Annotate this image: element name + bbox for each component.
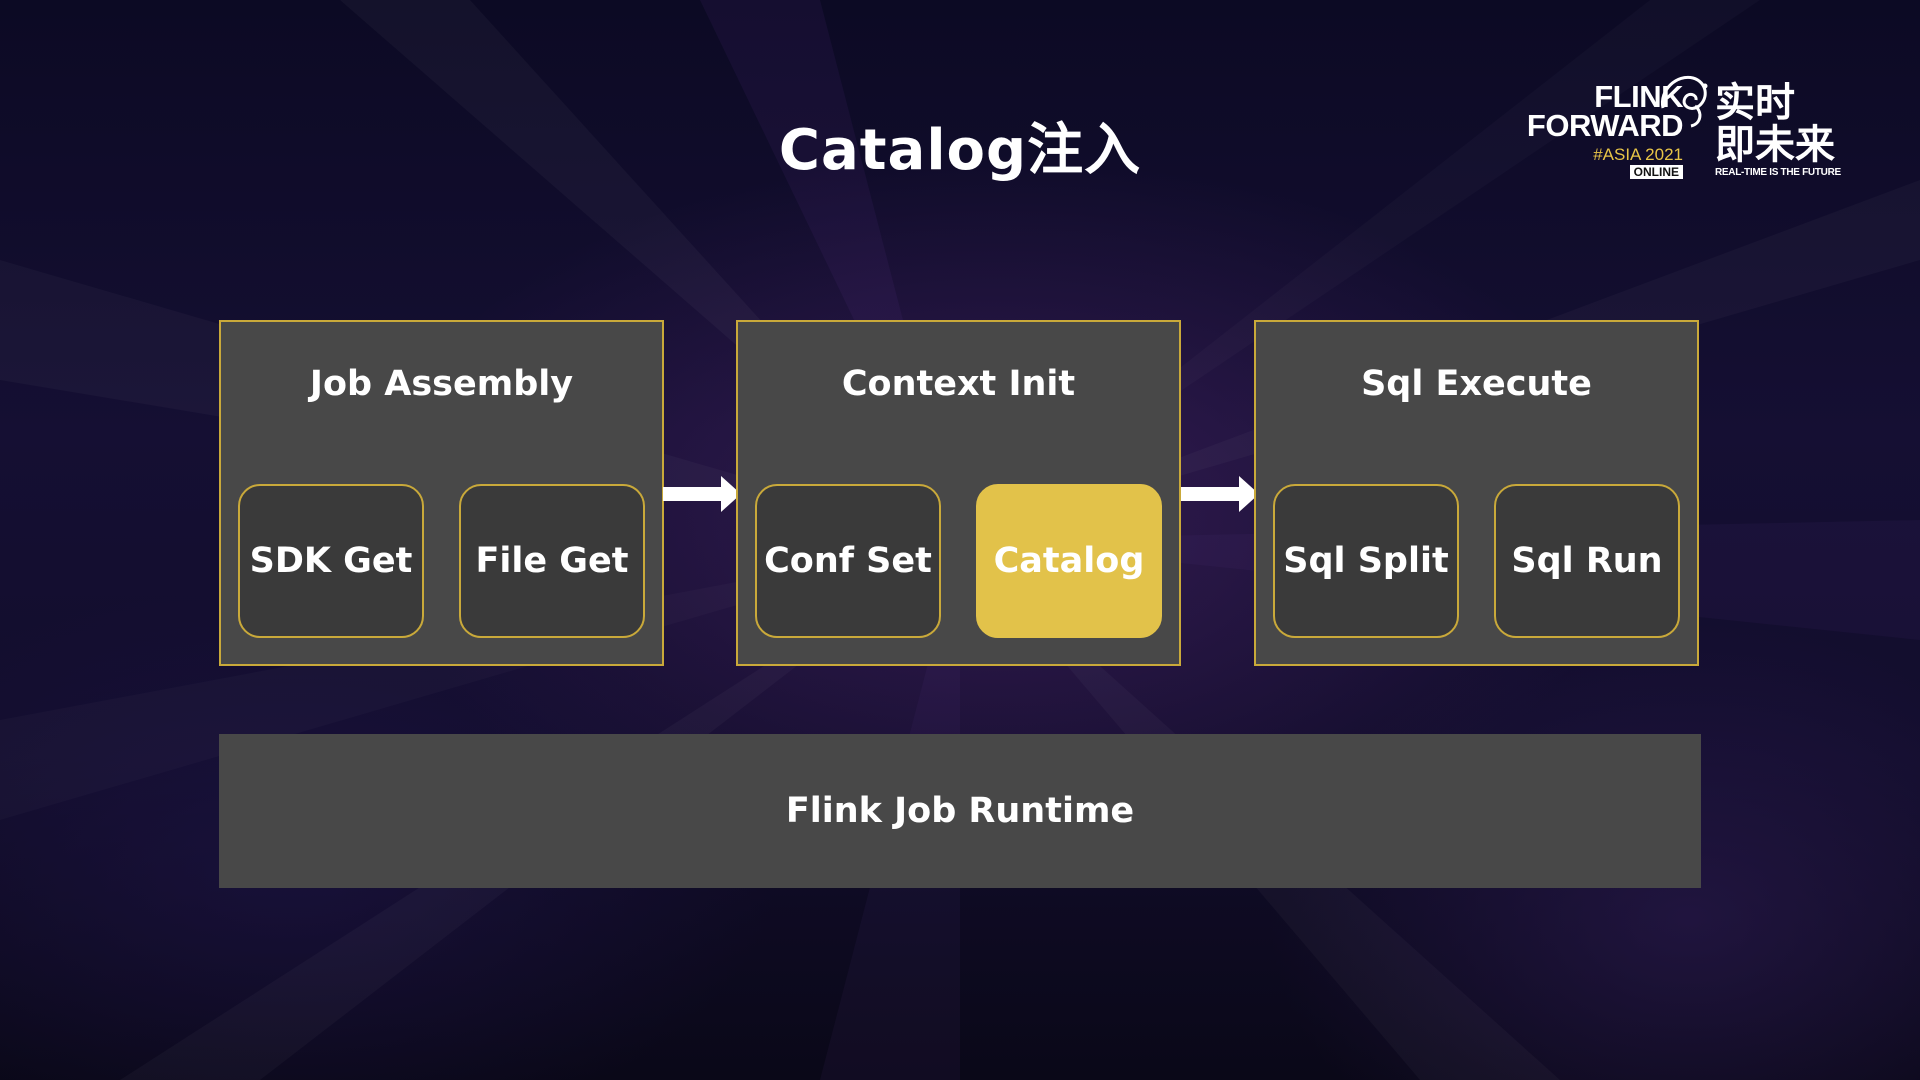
runtime-label: Flink Job Runtime <box>785 791 1135 831</box>
arrow-right-icon <box>663 476 741 512</box>
stage-title: Job Assembly <box>309 364 574 404</box>
arrow-right-icon <box>1181 476 1259 512</box>
slide-title: Catalog注入 <box>778 118 1142 183</box>
stage-job-assembly: Job Assembly SDK Get File Get <box>219 320 664 666</box>
step-sql-split: Sql Split <box>1273 484 1459 638</box>
logo-wordmark: FLINK FORWARD <box>1526 79 1684 143</box>
stage-context-init: Context Init Conf Set Catalog <box>736 320 1181 666</box>
squirrel-icon <box>1660 75 1708 128</box>
step-sql-run: Sql Run <box>1494 484 1680 638</box>
runtime-bar: Flink Job Runtime <box>219 734 1701 888</box>
logo-tagline: REAL-TIME IS THE FUTURE <box>1715 167 1841 178</box>
step-conf-set: Conf Set <box>755 484 941 638</box>
stage-title: Context Init <box>841 364 1076 404</box>
step-sdk-get: SDK Get <box>238 484 424 638</box>
logo-online-badge: ONLINE <box>1629 165 1683 179</box>
stage-sql-execute: Sql Execute Sql Split Sql Run <box>1254 320 1699 666</box>
flink-forward-logo: FLINK FORWARD #ASIA 2021 ONLINE 实时 即未来 R… <box>1515 64 1841 194</box>
step-catalog: Catalog <box>976 484 1162 638</box>
step-file-get: File Get <box>459 484 645 638</box>
logo-chinese-slogan: 实时 即未来 <box>1715 80 1835 168</box>
stage-title: Sql Execute <box>1361 364 1592 404</box>
logo-event: #ASIA 2021 <box>1593 145 1683 164</box>
